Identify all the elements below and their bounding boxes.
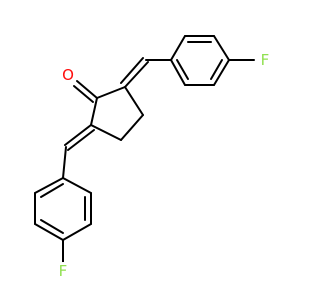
bond-upper-ring-4 bbox=[213, 59, 230, 86]
carbonyl-double-bond bbox=[73, 80, 98, 103]
chemical-structure-diagram: O F F bbox=[34, 35, 274, 280]
lower-exocyclic-double-bond bbox=[62, 124, 95, 179]
bond-lower-ring-3 bbox=[62, 223, 92, 241]
bond-c5-to-carbonyl-c bbox=[90, 97, 98, 126]
bond-upper-ring-3 bbox=[213, 35, 230, 61]
bond-carbonyl-line-b bbox=[73, 85, 94, 103]
bond-c3-to-c4 bbox=[120, 114, 144, 141]
bond-upper-ring-inner-3 bbox=[176, 59, 189, 80]
bond-upper-ring-1 bbox=[170, 35, 186, 61]
lower-fluorophenyl-ring bbox=[34, 177, 92, 263]
atom-fluorine-bottom: F bbox=[54, 262, 72, 280]
upper-fluorophenyl-ring bbox=[170, 35, 255, 86]
bond-lower-methine-to-ring bbox=[62, 146, 67, 179]
atom-oxygen: O bbox=[59, 66, 77, 84]
bond-lower-ring-1 bbox=[62, 177, 92, 194]
bond-upper-ring-inner-2 bbox=[210, 59, 223, 80]
bond-upper-exo-line-b bbox=[120, 57, 144, 84]
bond-c2-to-c3 bbox=[124, 86, 144, 116]
bond-upper-exo-line-a bbox=[124, 61, 149, 88]
cyclopentanone-ring bbox=[90, 86, 144, 141]
bond-c4-to-c5 bbox=[90, 124, 122, 141]
bond-lower-ring-inner-2 bbox=[40, 219, 64, 234]
fluorine-bottom-atom-label: F bbox=[59, 262, 68, 280]
bond-lower-ring-4 bbox=[34, 223, 64, 241]
bond-lower-ring-inner-3 bbox=[40, 183, 64, 198]
bond-lower-exo-line-a bbox=[64, 124, 92, 146]
bond-lower-ring-6 bbox=[34, 177, 64, 194]
fluorine-top-atom-label: F bbox=[261, 51, 270, 69]
bond-upper-ring-6 bbox=[170, 59, 186, 86]
upper-exocyclic-double-bond bbox=[120, 57, 172, 88]
oxygen-atom-label: O bbox=[62, 66, 74, 84]
bond-carbonyl-line-a bbox=[76, 80, 98, 99]
atom-fluorine-top: F bbox=[256, 51, 274, 69]
bond-lower-exo-line-b bbox=[67, 129, 95, 151]
bond-carbonyl-c-to-c2 bbox=[96, 86, 126, 99]
